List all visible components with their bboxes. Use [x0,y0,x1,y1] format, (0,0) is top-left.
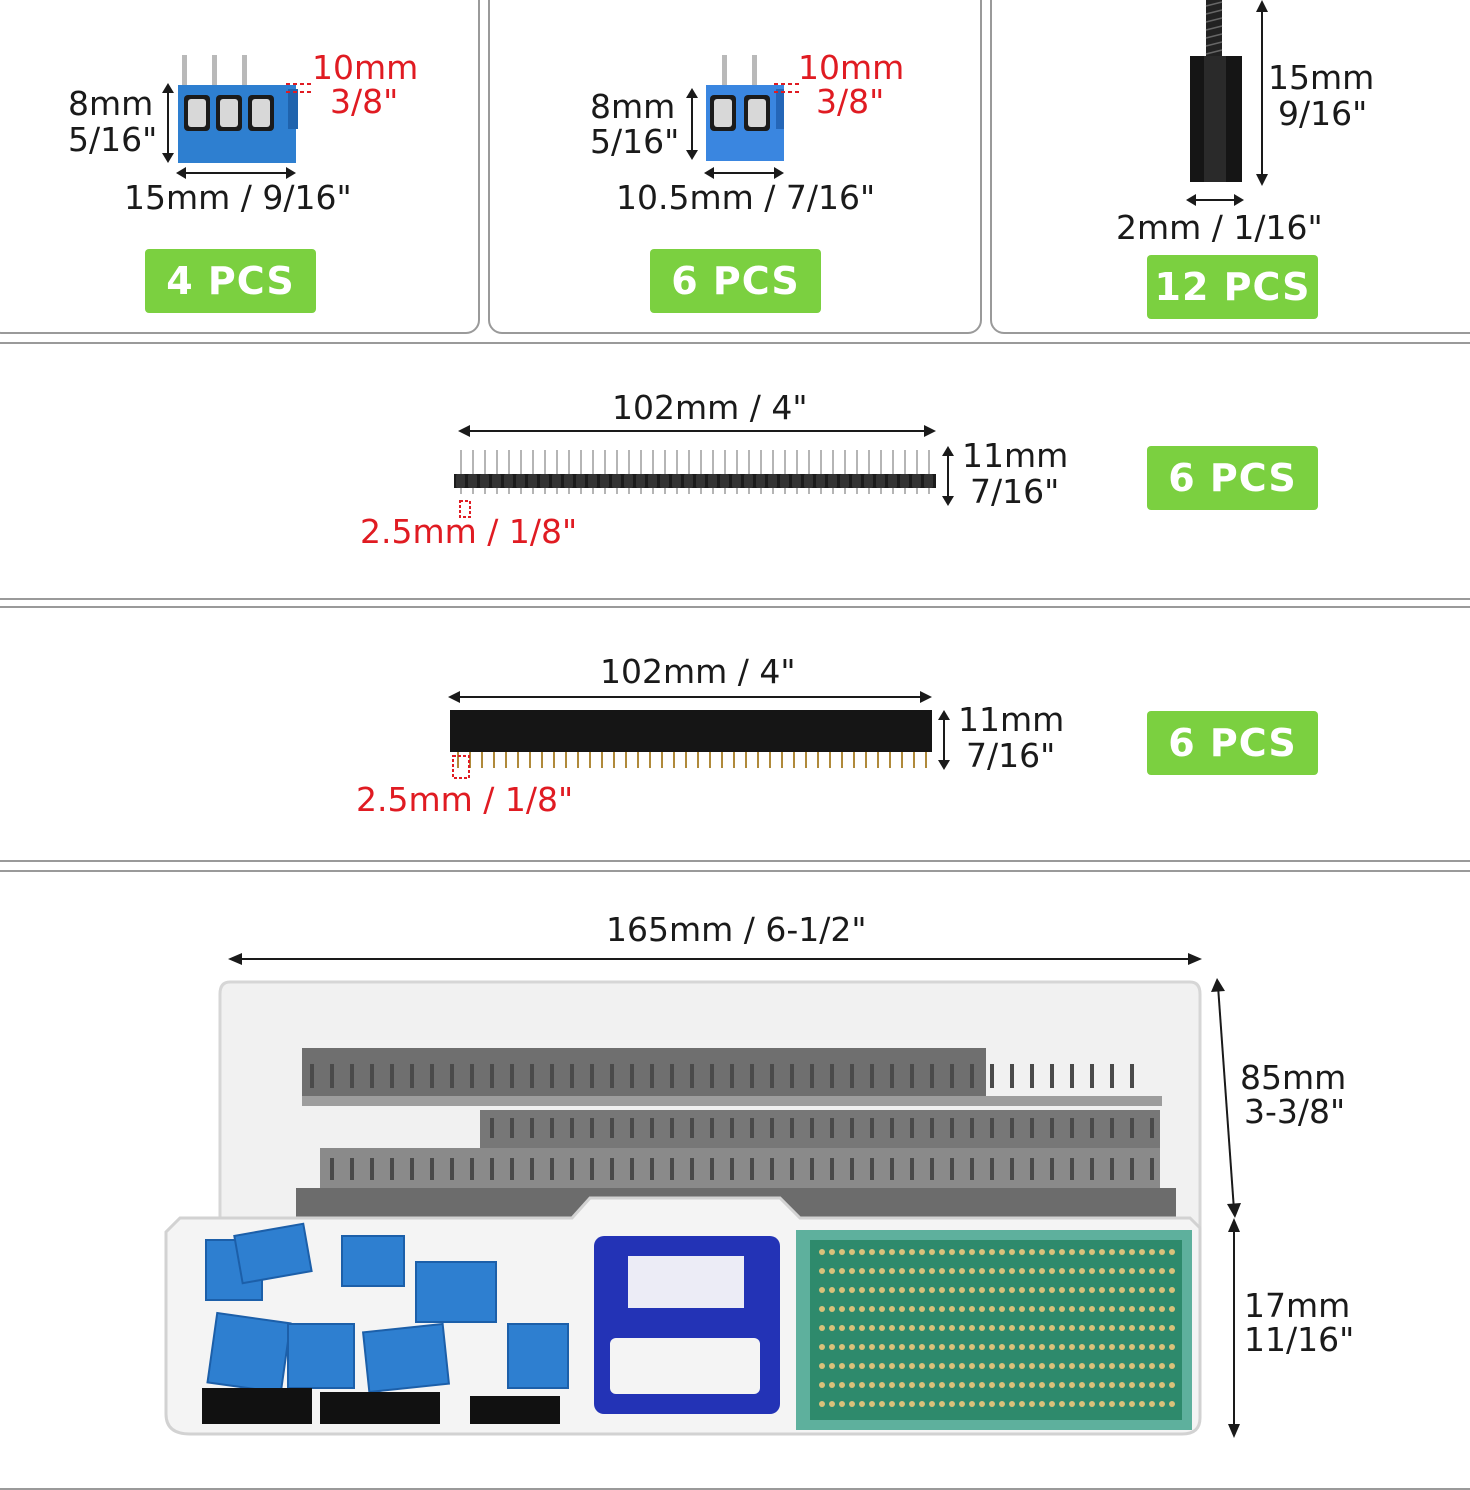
terminal-3pin-pitch-in: 3/8" [330,82,399,121]
terminal-2pin-width: 10.5mm / 7/16" [616,178,876,217]
box-width-in: 3-3/8" [1244,1092,1346,1131]
male-header-image [454,450,936,494]
terminal-2pin-pitch-in: 3/8" [816,82,885,121]
female-header-image [450,710,932,768]
box-height-mm: 17mm [1244,1286,1351,1325]
terminal-2pin-pitch-mark [774,83,802,93]
storage-box-image [164,980,1202,1436]
box-height-arrow [1228,1218,1240,1438]
box-width-mm: 85mm [1240,1058,1347,1097]
terminal-3pin-image [178,55,298,163]
terminal-2pin-qty-badge: 6 PCS [650,249,821,313]
terminal-3pin-pitch-mm: 10mm [312,48,419,87]
terminal-3pin-height-in: 5/16" [68,120,158,159]
standoff-qty-badge: 12 PCS [1147,255,1318,319]
female-header-height-arrow [938,710,950,770]
female-header-qty-badge: 6 PCS [1147,711,1318,775]
terminal-3pin-height-mm: 8mm [68,84,154,123]
box-width-arrow [1211,978,1241,1218]
male-header-length-arrow [458,425,936,437]
standoff-length-mm: 15mm [1268,58,1375,97]
terminal-3pin-pitch-mark [286,83,314,93]
terminal-2pin-height-in: 5/16" [590,122,680,161]
terminal-3pin-width-arrow [176,167,296,179]
male-header-length: 102mm / 4" [612,388,808,427]
terminal-2pin-height-mm: 8mm [590,87,676,126]
box-length-arrow [228,953,1202,965]
box-length: 165mm / 6-1/2" [606,910,867,949]
male-header-pitch: 2.5mm / 1/8" [360,512,578,551]
male-header-height-mm: 11mm [962,436,1069,475]
male-header-qty-badge: 6 PCS [1147,446,1318,510]
female-header-pitch: 2.5mm / 1/8" [356,780,574,819]
standoff-image [1190,0,1242,182]
male-header-height-arrow [942,446,954,506]
standoff-length-arrow [1256,0,1268,186]
female-header-length-arrow [448,691,932,703]
standoff-length-in: 9/16" [1278,94,1368,133]
standoff-dia: 2mm / 1/16" [1116,208,1323,247]
terminal-2pin-pitch-mm: 10mm [798,48,905,87]
terminal-3pin-width: 15mm / 9/16" [124,178,352,217]
terminal-3pin-qty-badge: 4 PCS [145,249,316,313]
terminal-2pin-height-arrow [686,88,698,160]
female-header-height-in: 7/16" [966,736,1056,775]
female-header-pitch-mark [452,755,470,779]
box-height-in: 11/16" [1244,1320,1355,1359]
female-header-height-mm: 11mm [958,700,1065,739]
male-header-height-in: 7/16" [970,472,1060,511]
male-header-pitch-mark [459,500,471,518]
terminal-3pin-height-arrow [162,83,174,163]
terminal-2pin-width-arrow [704,167,784,179]
standoff-dia-arrow [1186,194,1244,206]
terminal-2pin-image [706,55,784,161]
female-header-length: 102mm / 4" [600,652,796,691]
